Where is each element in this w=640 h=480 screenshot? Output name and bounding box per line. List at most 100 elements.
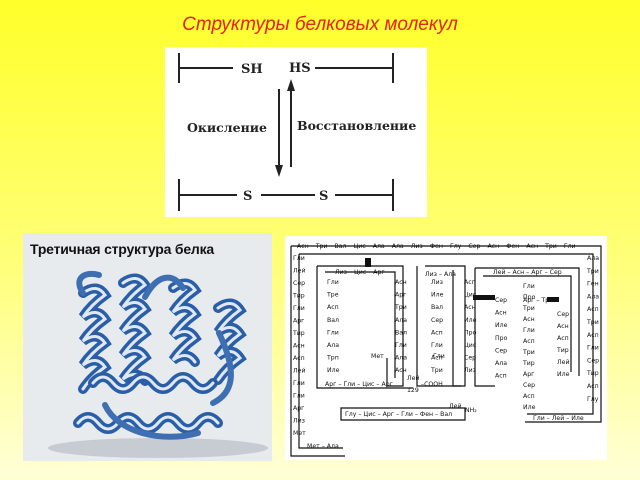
- residue-col-a: Иле: [327, 367, 340, 374]
- residue-col-outer-left: Тир: [292, 330, 305, 337]
- residue-col-outer-left: Тир: [292, 293, 305, 300]
- residue-col-outer-left: Мет: [293, 430, 306, 437]
- residue-col-a: Вал: [327, 317, 339, 324]
- residue-col-mid: Сер: [495, 297, 507, 304]
- residue-col-d: Цис: [464, 292, 477, 299]
- residue-col-a: Гли: [327, 279, 339, 286]
- sh-label: SH: [241, 62, 263, 77]
- tertiary-structure-panel: Третичная структура белка: [23, 233, 272, 461]
- nh2-label: NH₂: [465, 407, 477, 414]
- residue-col-outer-right: Сер: [587, 357, 599, 364]
- lei129-label: Лей: [407, 374, 419, 382]
- residue-col-outer-left: Арг: [293, 318, 304, 325]
- cooh-label: –COOH: [421, 381, 443, 388]
- lei-nh-label: Лей: [449, 402, 461, 410]
- bottom-row3-sequence: Гли – Лей – Иле: [533, 414, 584, 422]
- residue-col-d: Асп: [464, 279, 476, 286]
- loop-2: [142, 274, 186, 300]
- residue-col-outer-left: Лей: [293, 367, 305, 375]
- residue-col-e: Иле: [523, 404, 536, 411]
- tertiary-caption: Третичная структура белка: [30, 241, 215, 257]
- residue-col-b: Ала: [395, 355, 407, 362]
- residue-col-b: Вал: [395, 329, 407, 336]
- residue-col-c: Асп: [431, 355, 443, 362]
- residue-col-f: Сер: [557, 311, 569, 318]
- residue-col-outer-left: Лей: [293, 267, 305, 275]
- primary-structure-svg: Асн – Три – Вал – Цис – Ала – Ала – Лиз …: [290, 243, 602, 457]
- residue-col-mid: Асп: [495, 373, 507, 380]
- helix-group: [73, 271, 247, 440]
- residue-col-d: Иле: [464, 317, 477, 324]
- residue-col-e: Гли: [523, 327, 535, 334]
- residue-col-e: Арг: [523, 371, 534, 378]
- residue-col-f: Тир: [556, 347, 569, 354]
- loop-4: [76, 271, 102, 296]
- residue-col-mid: Иле: [495, 322, 508, 329]
- residue-col-c: Асп: [431, 329, 443, 336]
- residue-col-f: Лей: [557, 358, 569, 366]
- residue-col-outer-left: Асн: [293, 343, 305, 350]
- arg-tri-label: Арг – Три: [523, 297, 553, 304]
- residue-col-mid: Сер: [495, 347, 507, 354]
- bottom-row2-sequence: Глу – Цис – Арг – Гли – Фен – Вал: [345, 411, 452, 418]
- residue-col-mid: Про: [495, 335, 508, 342]
- residue-col-mid: Асн: [495, 310, 507, 317]
- residue-col-d: Асн: [464, 304, 476, 311]
- residue-col-mid: Ала: [495, 360, 507, 367]
- loop-1-line: [316, 265, 413, 389]
- s-right-label: S: [319, 189, 328, 204]
- residue-col-f: Асп: [557, 335, 569, 342]
- helix-2-highlight: [121, 277, 148, 383]
- residue-col-outer-right: Три: [586, 319, 599, 326]
- disulfide-bond-3: [547, 297, 559, 302]
- residue-col-b: Три: [394, 304, 407, 311]
- helix-4-highlight: [216, 302, 243, 382]
- top-row-sequence: Асн – Три – Вал – Цис – Ала – Ала – Лиз …: [297, 243, 576, 250]
- hs-label: HS: [289, 61, 311, 76]
- residue-col-outer-right: Гли: [587, 345, 599, 352]
- residue-col-a: Асп: [327, 304, 339, 311]
- residue-col-d: Сер: [464, 355, 476, 362]
- residue-col-a: Гли: [327, 329, 339, 336]
- disulfide-bond-2: [473, 295, 495, 300]
- residue-col-c: Лиз: [431, 279, 443, 286]
- residue-col-b: Асн: [395, 367, 407, 374]
- loop1-top-sequence: Лиз – Цис – Арг: [335, 269, 385, 276]
- loop-3: [210, 330, 234, 406]
- residue-col-outer-right: Ала: [587, 255, 599, 262]
- residue-col-outer-right: Ген: [587, 281, 599, 288]
- residue-col-a: Ала: [327, 342, 339, 349]
- oxidation-label: Окисление: [187, 120, 267, 135]
- residue-col-outer-left: Арг: [293, 405, 304, 412]
- residue-col-d: Цис: [464, 342, 477, 349]
- residue-col-e: Про: [523, 294, 536, 301]
- residue-col-outer-right: Глу: [587, 396, 599, 403]
- residue-col-c: Иле: [431, 292, 444, 299]
- helix-6-highlight: [76, 415, 220, 431]
- chain-outline: [290, 245, 602, 457]
- protein-ribbon-illustration: [48, 271, 268, 458]
- disulfide-bond-1: [365, 258, 371, 267]
- redox-svg: SH HS Окисление Восстановление S S: [178, 53, 416, 211]
- residue-col-f: Асн: [557, 323, 569, 330]
- loop-1: [102, 402, 201, 440]
- residue-col-b: Арг: [395, 292, 406, 299]
- residue-col-outer-left: Гли: [293, 380, 305, 387]
- residue-col-f: Иле: [557, 371, 570, 378]
- residue-col-outer-right: Асп: [587, 332, 599, 339]
- residue-col-outer-right: Три: [586, 268, 599, 275]
- ribbon-shadow: [48, 438, 268, 458]
- redox-diagram: SH HS Окисление Восстановление S S: [165, 47, 427, 217]
- residue-col-c: Гли: [431, 342, 443, 349]
- loop-3-line: [474, 267, 580, 387]
- residue-col-e: Сер: [523, 382, 535, 389]
- s-left-label: S: [243, 189, 252, 204]
- residue-col-d: Лиз: [464, 367, 476, 374]
- residue-columns: ГлиЛейСерТирГлиАргТирАснАспЛейГлиГлиАргЛ…: [292, 255, 599, 437]
- oxidation-arrow-head: [275, 165, 283, 177]
- residue-col-c: Вал: [431, 304, 443, 311]
- residue-col-outer-right: Асп: [587, 383, 599, 390]
- residue-col-outer-left: Асп: [293, 355, 305, 362]
- residue-col-a: Тре: [326, 292, 339, 299]
- helix-5-highlight: [91, 375, 215, 391]
